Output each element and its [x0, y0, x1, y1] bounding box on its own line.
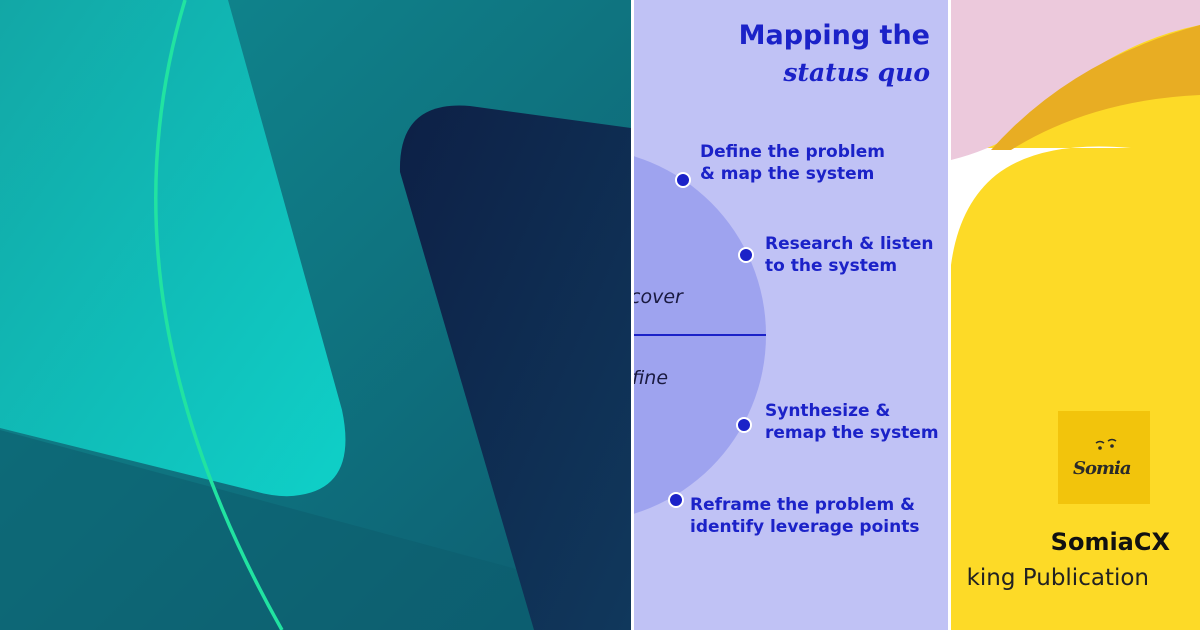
publication-subtitle: king Publication: [966, 565, 1149, 591]
step-line: Reframe the problem &: [690, 495, 915, 515]
light-teal-shape: [0, 0, 346, 497]
panel-divider: [631, 0, 634, 630]
status-quo-panel: Mapping the status quo cover fine Define…: [634, 0, 948, 630]
navy-rounded-shape: [399, 105, 631, 630]
step-line: Synthesize &: [765, 401, 891, 421]
step-line: Research & listen: [765, 234, 934, 254]
publication-name: SomiaCX: [1050, 528, 1170, 556]
panel-title-italic: status quo: [783, 58, 930, 87]
publication-background-shapes: [951, 0, 1200, 630]
status-quo-diagram: [634, 156, 766, 514]
abstract-artwork-panel: [0, 0, 631, 630]
step-line: to the system: [765, 256, 898, 276]
publication-panel: Somia SomiaCX king Publication: [951, 0, 1200, 630]
phase-label: cover: [634, 286, 683, 308]
step-line: Define the problem: [700, 142, 885, 162]
step-label: Define the problem & map the system: [700, 141, 885, 185]
somia-logo: Somia: [1058, 411, 1150, 504]
orange-overlap-shape: [991, 25, 1200, 150]
logo-wordmark: Somia: [1073, 458, 1132, 479]
step-line: identify leverage points: [690, 517, 920, 537]
green-arc-line: [154, 0, 284, 630]
logo-face-marks: [1095, 438, 1117, 450]
step-line: remap the system: [765, 423, 939, 443]
step-dot: [736, 417, 752, 433]
phase-label: fine: [634, 367, 669, 389]
step-dot: [675, 172, 691, 188]
white-gap-shape: [951, 146, 1131, 265]
step-label: Reframe the problem & identify leverage …: [690, 494, 919, 538]
step-line: & map the system: [700, 164, 875, 184]
step-label: Synthesize & remap the system: [765, 400, 939, 444]
panel-title: Mapping the: [738, 20, 930, 51]
step-dot: [738, 247, 754, 263]
lower-dark-band: [0, 430, 631, 630]
panel-divider: [948, 0, 951, 630]
abstract-shapes-graphic: [0, 0, 631, 630]
step-dot: [668, 492, 684, 508]
step-label: Research & listen to the system: [765, 233, 934, 277]
